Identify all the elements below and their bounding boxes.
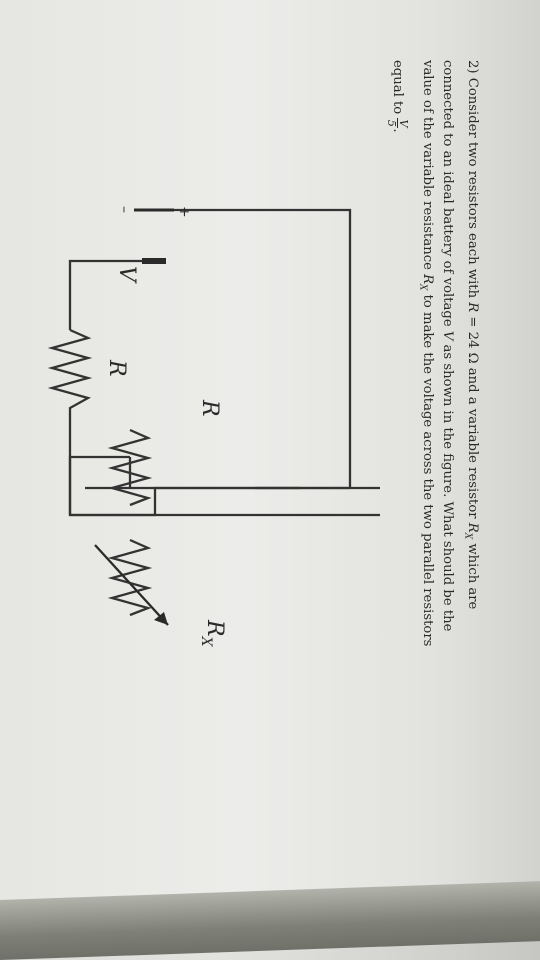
battery-minus-sign: –: [116, 206, 132, 213]
bottom-wire: [68, 415, 350, 517]
battery-label: V: [114, 266, 139, 284]
variable-resistor-zigzag: [107, 538, 153, 617]
variable-resistor-arrowhead: [154, 612, 168, 625]
variable-resistor-subscript: X: [198, 636, 214, 648]
paper-sheet: [0, 0, 540, 930]
series-resistor-label: R: [104, 359, 129, 377]
r-resistor-leads: [68, 455, 130, 515]
series-resistor-zigzag: [47, 328, 93, 415]
variable-resistor-label: RX: [198, 619, 227, 648]
parallel-resistor-zigzag: [107, 428, 153, 507]
variable-resistor-letter: R: [202, 619, 227, 637]
parallel-resistor-label: R: [197, 399, 222, 417]
battery-plus-sign: +: [176, 206, 192, 218]
left-wire: [68, 259, 155, 330]
variable-resistor-arrow: [94, 544, 169, 626]
top-wire: [155, 208, 352, 488]
